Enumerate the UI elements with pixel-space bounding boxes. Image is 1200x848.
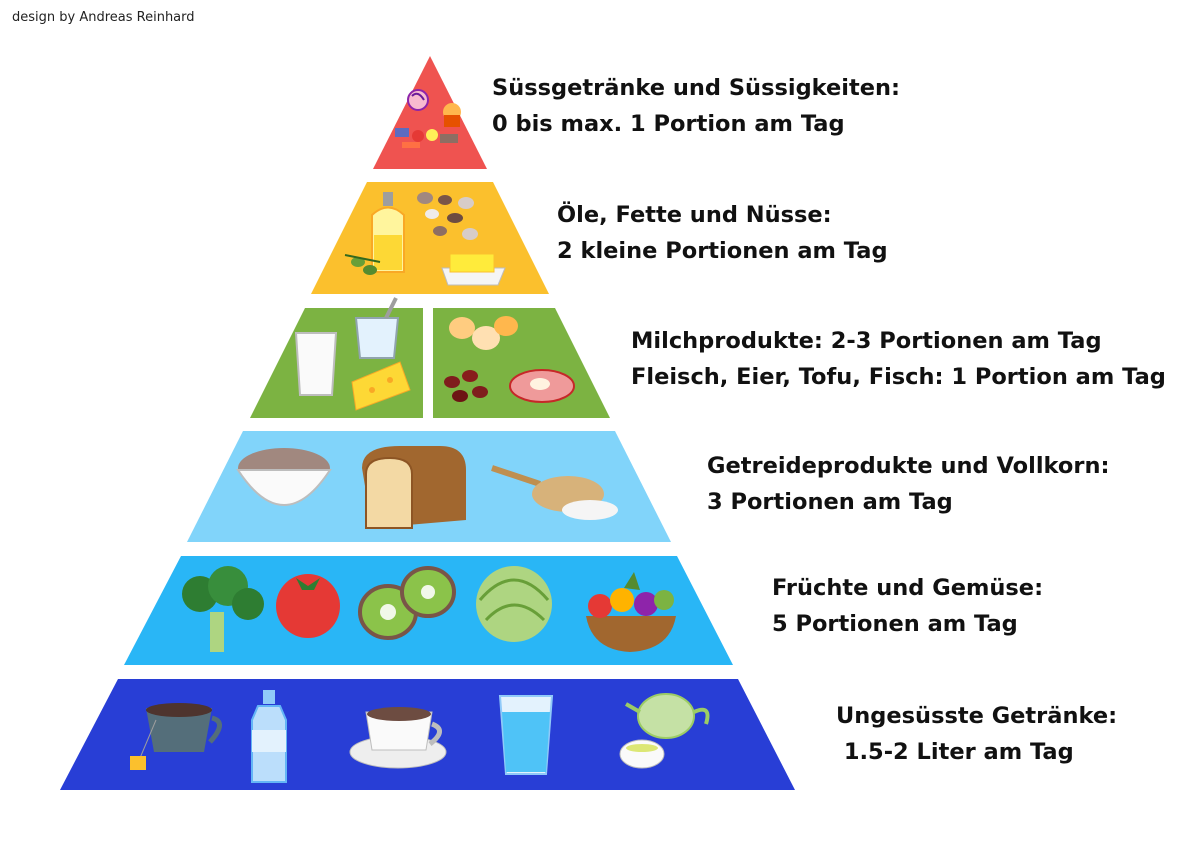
label-line: Früchte und Gemüse: [772, 575, 1044, 601]
olive-oil-bottle-icon [371, 192, 405, 273]
label-line: 3 Portionen am Tag [707, 489, 953, 515]
cheese-icon [351, 361, 411, 411]
butter-icon [441, 253, 506, 286]
eggs-icon [449, 316, 518, 350]
label-oils: Öle, Fette und Nüsse: 2 kleine Portionen… [557, 197, 888, 269]
label-dairy-protein: Milchprodukte: 2-3 Portionen am Tag Flei… [631, 323, 1166, 395]
pyramid-level-dairy-protein [250, 297, 610, 418]
steak-icon [509, 369, 575, 403]
label-grains: Getreideprodukte und Vollkorn: 3 Portion… [707, 448, 1109, 520]
candy-lollipop-icon [407, 89, 429, 111]
label-beverages: Ungesüsste Getränke: 1.5-2 Liter am Tag [836, 698, 1117, 770]
pyramid-level-beverages [60, 679, 795, 790]
olives-icon [344, 254, 381, 275]
label-line: 2 kleine Portionen am Tag [557, 238, 888, 264]
beans-icon [444, 370, 488, 402]
label-line: Ungesüsste Getränke: [836, 703, 1118, 729]
pyramid-level-fruits-vegetables [124, 556, 733, 665]
bread-loaf-icon [362, 446, 466, 529]
tea-cup-icon [130, 703, 222, 770]
label-fruits-vegetables: Früchte und Gemüse: 5 Portionen am Tag [772, 570, 1043, 642]
level-band [373, 56, 487, 169]
design-credit: design by Andreas Reinhard [12, 10, 195, 25]
level-divider [423, 308, 433, 418]
candy-cupcake-icon [443, 103, 461, 127]
pyramid-level-sweets [373, 56, 487, 169]
pyramid-level-oils [311, 182, 549, 294]
broccoli-icon [182, 566, 264, 652]
label-sweets: Süssgetränke und Süssigkeiten: 0 bis max… [492, 70, 900, 142]
rice-scoop-icon [491, 465, 618, 520]
water-bottle-icon [251, 690, 287, 783]
grain-bowl-icon [236, 448, 332, 506]
water-glass-icon [498, 695, 554, 775]
label-line: Milchprodukte: 2-3 Portionen am Tag [631, 328, 1102, 354]
candy-sweets-icon [395, 128, 458, 148]
cabbage-icon [476, 566, 552, 642]
tomato-icon [276, 574, 340, 638]
fruit-basket-icon [586, 572, 676, 652]
label-line: 5 Portionen am Tag [772, 611, 1018, 637]
label-line: Fleisch, Eier, Tofu, Fisch: 1 Portion am… [631, 364, 1166, 390]
milk-glass-icon [294, 332, 338, 396]
label-line: Getreideprodukte und Vollkorn: [707, 453, 1110, 479]
coffee-cup-icon [349, 707, 447, 769]
label-line: Süssgetränke und Süssigkeiten: [492, 75, 901, 101]
label-line: Öle, Fette und Nüsse: [557, 202, 832, 228]
kiwi-icon [358, 566, 456, 640]
nuts-icon [417, 192, 478, 240]
yogurt-cup-icon [354, 297, 400, 359]
teapot-icon [619, 693, 710, 769]
label-line: 1.5-2 Liter am Tag [836, 739, 1074, 765]
pyramid-level-grains [187, 431, 671, 542]
label-line: 0 bis max. 1 Portion am Tag [492, 111, 845, 137]
